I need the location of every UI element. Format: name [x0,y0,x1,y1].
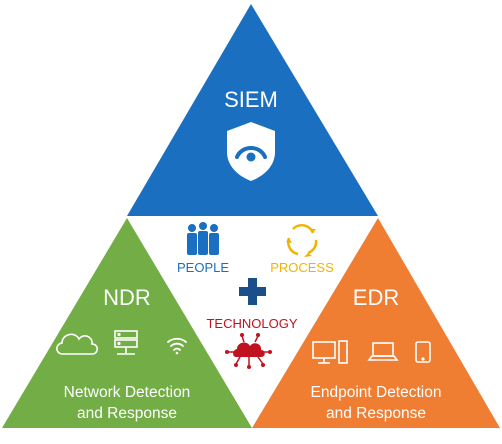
people-label: PEOPLE [176,260,230,275]
people-icon [187,222,219,255]
edr-triangle [252,218,500,428]
center-triangle [127,218,378,428]
process-label: PROCESS [270,260,334,275]
edr-subtitle-line1: Endpoint Detection [310,384,442,401]
plus-icon [239,278,266,305]
edr-subtitle-line2: and Response [326,405,426,422]
technology-label: TECHNOLOGY [206,316,298,331]
siem-title: SIEM [224,87,278,112]
ndr-subtitle-line2: and Response [77,405,177,422]
ndr-subtitle-line1: Network Detection [63,384,191,401]
edr-title: EDR [352,285,400,310]
shield-eye-icon [227,122,275,181]
ndr-title: NDR [103,285,151,310]
cloud-icon [56,333,99,355]
ndr-triangle [2,218,252,428]
tablet-icon [415,341,431,363]
cycle-icon [286,223,318,257]
server-icon [114,330,138,355]
cloud-network-icon [225,333,272,369]
laptop-icon [367,342,399,361]
siem-triangle [127,4,378,216]
wifi-icon [167,337,187,355]
desktop-icon [312,340,348,364]
